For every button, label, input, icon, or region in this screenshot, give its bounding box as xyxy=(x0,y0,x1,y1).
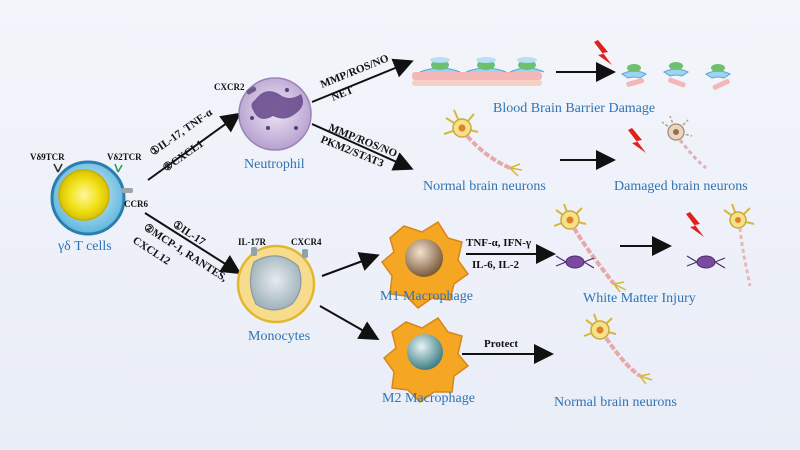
vd2tcr-label: Vδ2TCR xyxy=(107,152,142,162)
neutrophil-label: Neutrophil xyxy=(244,157,305,172)
bbb-damaged-illustration xyxy=(621,62,731,90)
arrow-label-il6-il2: IL-6, IL-2 xyxy=(472,259,520,271)
injured-white-matter-neuron xyxy=(686,203,755,287)
bbb-intact-illustration xyxy=(412,57,545,86)
gd-t-cell xyxy=(50,160,133,236)
lightning-icon xyxy=(594,40,612,65)
m2-macrophage-label: M2 Macrophage xyxy=(382,391,475,406)
cxcr2-label: CXCR2 xyxy=(214,82,245,92)
cxcr4-label: CXCR4 xyxy=(291,237,322,247)
monocyte-cell xyxy=(236,244,316,324)
m1-macrophage-cell xyxy=(380,220,470,309)
damaged-neuron xyxy=(661,115,707,170)
white-matter-neuron xyxy=(553,203,627,293)
arrow-neutrophil-to-bbb xyxy=(311,58,414,103)
arrow-to-monocytes xyxy=(144,212,242,275)
arrow-label-protect: Protect xyxy=(484,338,518,350)
white-matter-injury-label: White Matter Injury xyxy=(583,291,696,306)
m1-macrophage-label: M1 Macrophage xyxy=(380,289,473,304)
vd9tcr-label: Vδ9TCR xyxy=(30,152,65,162)
ccr6-receptor-icon xyxy=(121,188,133,193)
monocytes-label: Monocytes xyxy=(248,329,310,344)
cxcr4-receptor-icon xyxy=(302,249,308,258)
lightning-icon xyxy=(686,212,704,237)
cxcr2-receptor-icon xyxy=(246,86,257,95)
il17r-receptor-icon xyxy=(251,247,257,256)
damaged-neurons-label: Damaged brain neurons xyxy=(614,179,748,194)
arrow-to-neutrophil xyxy=(147,112,242,181)
arrow-monocyte-to-m1 xyxy=(321,252,380,277)
vd9tcr-receptor-icon xyxy=(53,163,63,173)
bbb-damage-label: Blood Brain Barrier Damage xyxy=(493,101,655,116)
gd-t-cells-label: γδ T cells xyxy=(57,239,112,254)
normal-neuron-1 xyxy=(443,109,523,177)
lightning-icon xyxy=(628,128,646,153)
normal-neurons-label-1: Normal brain neurons xyxy=(423,179,546,194)
neutrophil-cell xyxy=(238,77,312,151)
m2-macrophage-cell xyxy=(382,316,470,403)
arrow-neutrophil-to-neurons xyxy=(311,123,414,171)
il17r-label: IL-17R xyxy=(238,237,267,247)
arrow-label-net: NET xyxy=(330,84,356,104)
ccr6-label: CCR6 xyxy=(124,199,148,209)
vd2tcr-receptor-icon xyxy=(114,163,123,173)
arrow-monocyte-to-m2 xyxy=(319,305,380,340)
normal-neuron-2 xyxy=(583,313,653,385)
arrow-label-tnfa-ifng: TNF-α, IFN-γ xyxy=(466,237,531,249)
normal-neurons-label-2: Normal brain neurons xyxy=(554,395,677,410)
